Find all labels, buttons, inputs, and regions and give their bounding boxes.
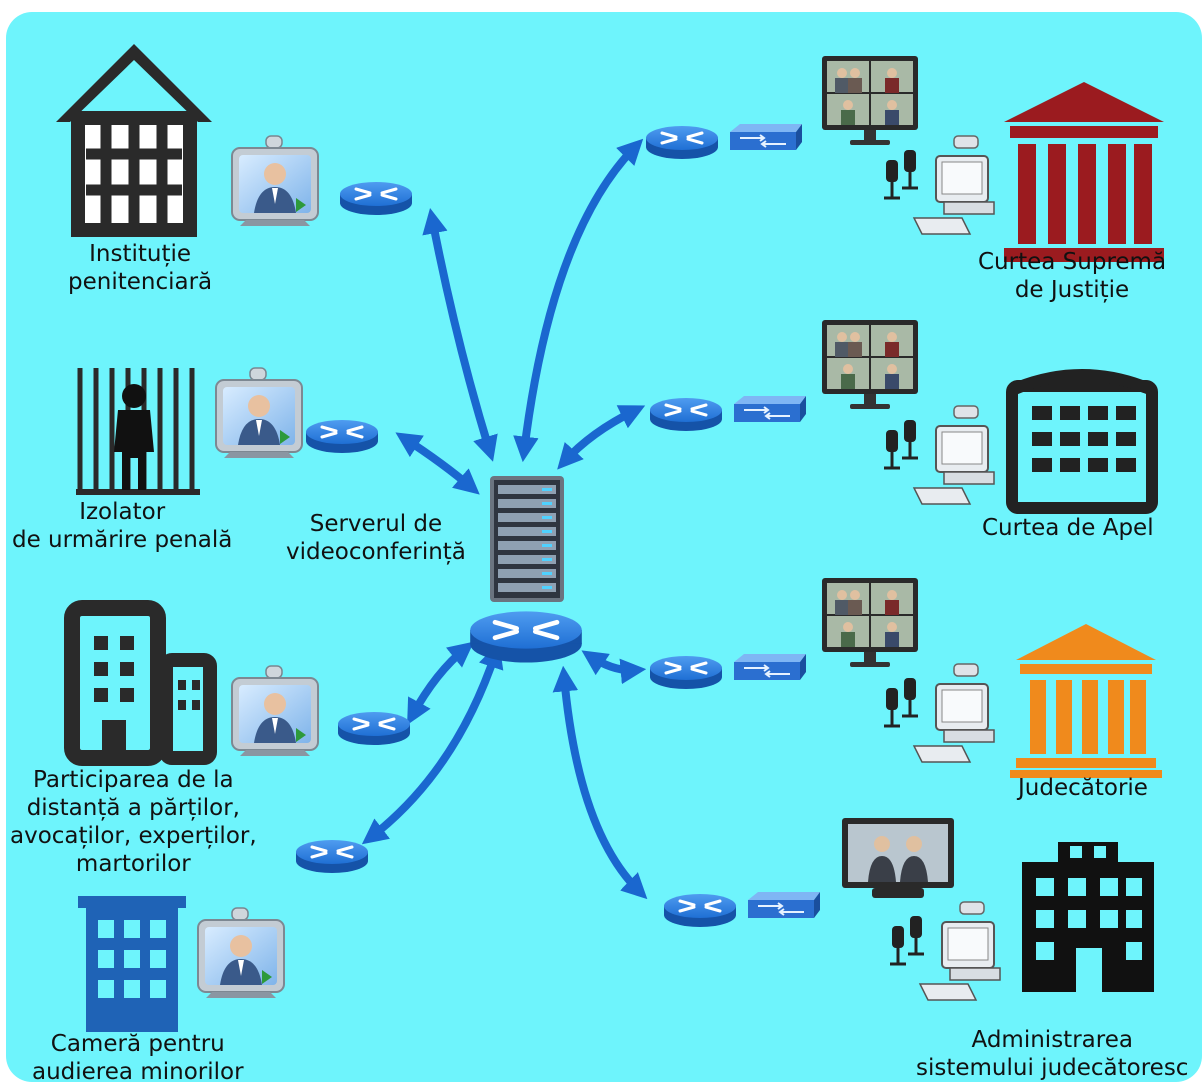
minors-building-icon — [78, 896, 186, 1032]
administration-router-icon — [662, 892, 738, 929]
supreme-court-building-icon — [1004, 82, 1164, 262]
label-line: Participarea de la — [33, 767, 234, 793]
supreme-court-workstation-icon — [882, 134, 996, 236]
label-line: Cameră pentru — [50, 1031, 225, 1057]
detention-router-icon — [304, 418, 380, 455]
court-of-appeal-label: Curtea de Apel — [982, 514, 1154, 542]
supreme-court-router-icon — [644, 124, 720, 161]
label-line: Curtea Supremă — [978, 249, 1167, 275]
minors-router-icon — [294, 838, 370, 875]
court-of-appeal-building-icon — [1006, 369, 1158, 514]
participants-router-icon — [336, 710, 412, 747]
participants-label: Participarea de la distanță a părților, … — [10, 766, 257, 878]
district-court-router-icon — [648, 654, 724, 691]
label-line: Curtea de Apel — [982, 515, 1154, 541]
label-line: martorilor — [75, 851, 191, 877]
district-court-monitor-icon — [821, 577, 919, 668]
server-label-line: Serverul de — [309, 511, 443, 537]
arrow-minors — [361, 642, 504, 845]
server-label-line: videoconferință — [286, 539, 466, 565]
minors-videophone-icon — [197, 907, 285, 999]
label-line: Administrarea — [971, 1027, 1133, 1053]
label-line: penitenciară — [68, 269, 213, 295]
arrow-detention — [395, 432, 480, 495]
penitentiary-label: Instituție penitenciară — [68, 240, 212, 296]
court-of-appeal-router-icon — [648, 396, 724, 433]
supreme-court-label: Curtea Supremă de Justiție — [978, 248, 1166, 304]
label-line: distanță a părților, — [26, 795, 240, 821]
penitentiary-router-icon — [338, 180, 414, 217]
diagram-board: Serverul de videoconferință Instituție p… — [6, 12, 1202, 1082]
arrow-court-of-appeal — [557, 405, 646, 470]
arrow-supreme-court — [513, 138, 644, 463]
arrow-district-court — [581, 650, 647, 685]
administration-tv-icon — [842, 818, 954, 898]
minors-label: Cameră pentru audierea minorilor — [32, 1030, 244, 1082]
label-line: audierea minorilor — [32, 1059, 244, 1082]
diagram-canvas — [56, 44, 1164, 1032]
label-line: de Justiție — [1014, 277, 1130, 303]
district-court-workstation-icon — [882, 662, 996, 764]
penitentiary-building-icon — [56, 44, 212, 237]
arrow-participants — [407, 641, 474, 725]
participants-videophone-icon — [231, 665, 319, 757]
district-court-label: Judecătorie — [1018, 774, 1148, 802]
penitentiary-videophone-icon — [231, 135, 319, 227]
server-rack-icon — [490, 476, 564, 602]
label-line: avocaților, experților, — [10, 823, 257, 849]
connection-arrows — [361, 138, 648, 900]
court-of-appeal-monitor-icon — [821, 319, 919, 410]
label-line: de urmărire penală — [12, 527, 233, 553]
label-line: sistemului judecătoresc — [916, 1055, 1189, 1081]
arrow-administration — [552, 665, 648, 900]
district-court-switch-icon — [733, 653, 807, 681]
administration-workstation-icon — [888, 900, 1002, 1002]
court-of-appeal-switch-icon — [733, 395, 807, 423]
office-buildings-icon — [64, 600, 217, 766]
administration-label: Administrarea sistemului judecătoresc — [916, 1026, 1188, 1082]
administration-switch-icon — [747, 891, 821, 919]
supreme-court-switch-icon — [729, 123, 803, 151]
detention-label: Izolator de urmărire penală — [12, 498, 232, 554]
district-court-building-icon — [1010, 624, 1162, 778]
administration-building-icon — [1022, 842, 1154, 992]
label-line: Instituție — [89, 241, 192, 267]
court-of-appeal-workstation-icon — [882, 404, 996, 506]
central-router-icon — [470, 611, 582, 662]
arrow-penitentiary — [422, 207, 498, 462]
label-line: Judecătorie — [1018, 775, 1148, 801]
detention-cell-icon — [76, 368, 200, 495]
server-label: Serverul de videoconferință — [286, 510, 466, 566]
detention-videophone-icon — [215, 367, 303, 459]
label-line: Izolator — [79, 499, 166, 525]
supreme-court-monitor-icon — [821, 55, 919, 146]
